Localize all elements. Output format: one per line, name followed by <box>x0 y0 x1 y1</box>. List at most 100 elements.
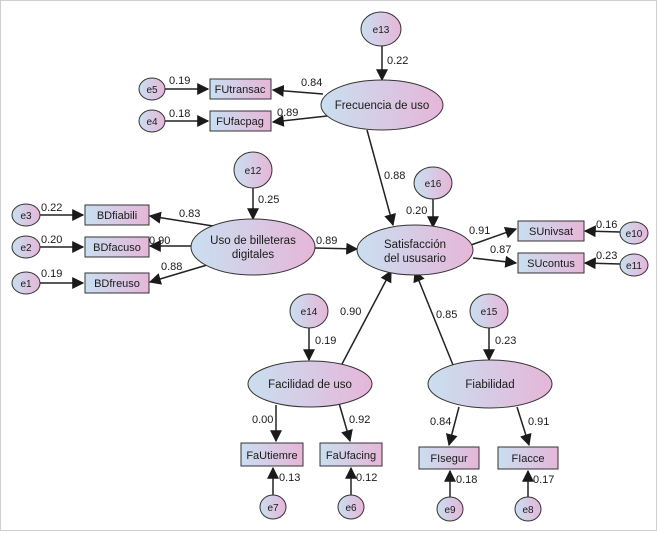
latent-frecuencia-label: Frecuencia de uso <box>335 100 430 112</box>
edge-uso-bdfiabili <box>148 211 214 227</box>
observed-faufacing-label: FaUfacing <box>326 450 376 462</box>
coef-frecuencia-satisfaccion: 0.88 <box>384 170 405 182</box>
error-e13-label: e13 <box>373 25 390 36</box>
coef-e12-uso: 0.25 <box>258 194 279 206</box>
latent-fiabilidad-label: Fiabilidad <box>465 379 514 391</box>
coef-e5-futransac: 0.19 <box>169 75 190 87</box>
coef-e16-satisfaccion: 0.20 <box>406 205 427 217</box>
edge-fiabilidad-satisfaccion <box>413 269 454 366</box>
coef-satisfaccion-sunivsat: 0.91 <box>469 225 490 237</box>
error-e4-label: e4 <box>146 117 158 128</box>
coef-e6-faufacing: 0.12 <box>356 472 377 484</box>
latent-uso-label-line1: Uso de billeteras <box>210 235 296 247</box>
error-e6: e6 <box>337 494 365 520</box>
error-e14: e14 <box>289 293 329 329</box>
error-e9-label: e9 <box>444 505 456 516</box>
coefficient-labels: 0.22 0.84 0.89 0.19 0.18 0.88 0.20 0.25 … <box>41 55 617 486</box>
observed-sucontus-label: SUcontus <box>527 258 575 270</box>
coef-frecuencia-fufacpag: 0.89 <box>277 107 298 119</box>
error-terms: e13 e5 e4 e12 e16 e3 e2 e1 <box>11 11 649 522</box>
error-e10: e10 <box>619 221 649 245</box>
error-e2-label: e2 <box>20 243 32 254</box>
observed-fiacce: FIacce <box>497 446 559 470</box>
latent-facilidad-label: Facilidad de uso <box>268 379 352 391</box>
observed-fufacpag: FUfacpag <box>209 110 272 132</box>
observed-sunivsat: SUnivsat <box>517 220 585 242</box>
error-e12-label: e12 <box>245 166 262 177</box>
edge-fiabilidad-fiacce <box>516 406 532 447</box>
observed-fisegur-label: FIsegur <box>430 453 468 465</box>
error-e8: e8 <box>514 496 542 522</box>
edge-frecuencia-fufacpag <box>271 114 328 127</box>
error-e13: e13 <box>360 11 402 47</box>
observed-bdfiabili-label: BDfiabili <box>97 210 137 222</box>
coef-e13-frecuencia: 0.22 <box>387 55 408 67</box>
coef-fiabilidad-satisfaccion: 0.85 <box>436 309 457 321</box>
latent-satisfaccion-label-line2: del ususario <box>384 253 446 265</box>
observed-bdfiabili: BDfiabili <box>84 204 150 226</box>
observed-bdfreuso-label: BDfreuso <box>94 278 140 290</box>
error-e5-label: e5 <box>146 85 158 96</box>
error-e9: e9 <box>436 496 464 522</box>
observed-bdfacuso: BDfacuso <box>84 236 150 258</box>
error-e8-label: e8 <box>522 505 534 516</box>
edges <box>40 46 621 497</box>
observed-futransac: FUtransac <box>209 78 272 100</box>
error-e5: e5 <box>138 77 166 101</box>
error-e14-label: e14 <box>301 307 318 318</box>
error-e16: e16 <box>413 166 453 200</box>
observed-futransac-label: FUtransac <box>215 84 266 96</box>
edge-facilidad-faufacing <box>338 402 353 443</box>
error-e10-label: e10 <box>626 229 643 240</box>
coef-uso-satisfaccion: 0.89 <box>316 235 337 247</box>
latent-uso-label-line2: digitales <box>232 249 274 261</box>
error-e3: e3 <box>11 203 41 227</box>
coef-e10-sunivsat: 0.16 <box>596 219 617 231</box>
observed-bdfacuso-label: BDfacuso <box>93 242 141 254</box>
coef-e1-bdfreuso: 0.19 <box>41 268 62 280</box>
edge-uso-satisfaccion <box>314 242 359 255</box>
error-e3-label: e3 <box>20 211 32 222</box>
error-e11: e11 <box>619 253 649 277</box>
coef-e14-facilidad: 0.19 <box>315 335 336 347</box>
edge-satisfaccion-sunivsat <box>470 226 518 246</box>
edge-fiabilidad-fisegur <box>445 406 460 447</box>
coef-e3-bdfiabili: 0.22 <box>41 202 62 214</box>
coef-uso-bdfiabili: 0.83 <box>179 208 200 220</box>
observed-bdfreuso: BDfreuso <box>84 272 150 294</box>
edge-uso-bdfreuso <box>148 264 208 285</box>
latent-satisfaccion: Satisfacción del ususario <box>356 224 474 276</box>
error-e7-label: e7 <box>267 503 279 514</box>
observed-faufacing: FaUfacing <box>319 442 383 467</box>
coef-e2-bdfacuso: 0.20 <box>41 234 62 246</box>
observed-sucontus: SUcontus <box>517 252 585 274</box>
coef-e11-sucontus: 0.23 <box>596 250 617 262</box>
coef-e9-fisegur: 0.18 <box>456 474 477 486</box>
edge-e10-sunivsat <box>583 225 621 238</box>
latent-satisfaccion-label-line1: Satisfacción <box>384 239 446 251</box>
coef-e4-fufacpag: 0.18 <box>169 108 190 120</box>
coef-uso-bdfacuso: 0.90 <box>149 235 170 247</box>
coef-e7-fautiemre: 0.13 <box>279 472 300 484</box>
observed-fisegur: FIsegur <box>418 446 480 470</box>
error-e4: e4 <box>138 109 166 133</box>
error-e1: e1 <box>11 271 41 295</box>
latent-frecuencia: Frecuencia de uso <box>320 79 444 131</box>
observed-sunivsat-label: SUnivsat <box>529 226 573 238</box>
coef-fiabilidad-fiacce: 0.91 <box>528 416 549 428</box>
error-e11-label: e11 <box>626 261 642 272</box>
edge-satisfaccion-sucontus <box>472 255 518 268</box>
observed-fautiemre: FaUtiemre <box>240 442 304 467</box>
observed-fautiemre-label: FaUtiemre <box>246 450 297 462</box>
error-e2: e2 <box>11 235 41 259</box>
error-e7: e7 <box>259 494 287 520</box>
coef-frecuencia-futransac: 0.84 <box>301 77 322 89</box>
coef-uso-bdfreuso: 0.88 <box>161 261 182 273</box>
latent-uso-billeteras: Uso de billeteras digitales <box>190 218 316 276</box>
latent-variables: Frecuencia de uso Uso de billeteras digi… <box>190 79 553 409</box>
coef-facilidad-fautiemre: 0.00 <box>252 414 273 426</box>
coef-e8-fiacce: 0.17 <box>533 474 554 486</box>
observed-fufacpag-label: FUfacpag <box>216 116 264 128</box>
